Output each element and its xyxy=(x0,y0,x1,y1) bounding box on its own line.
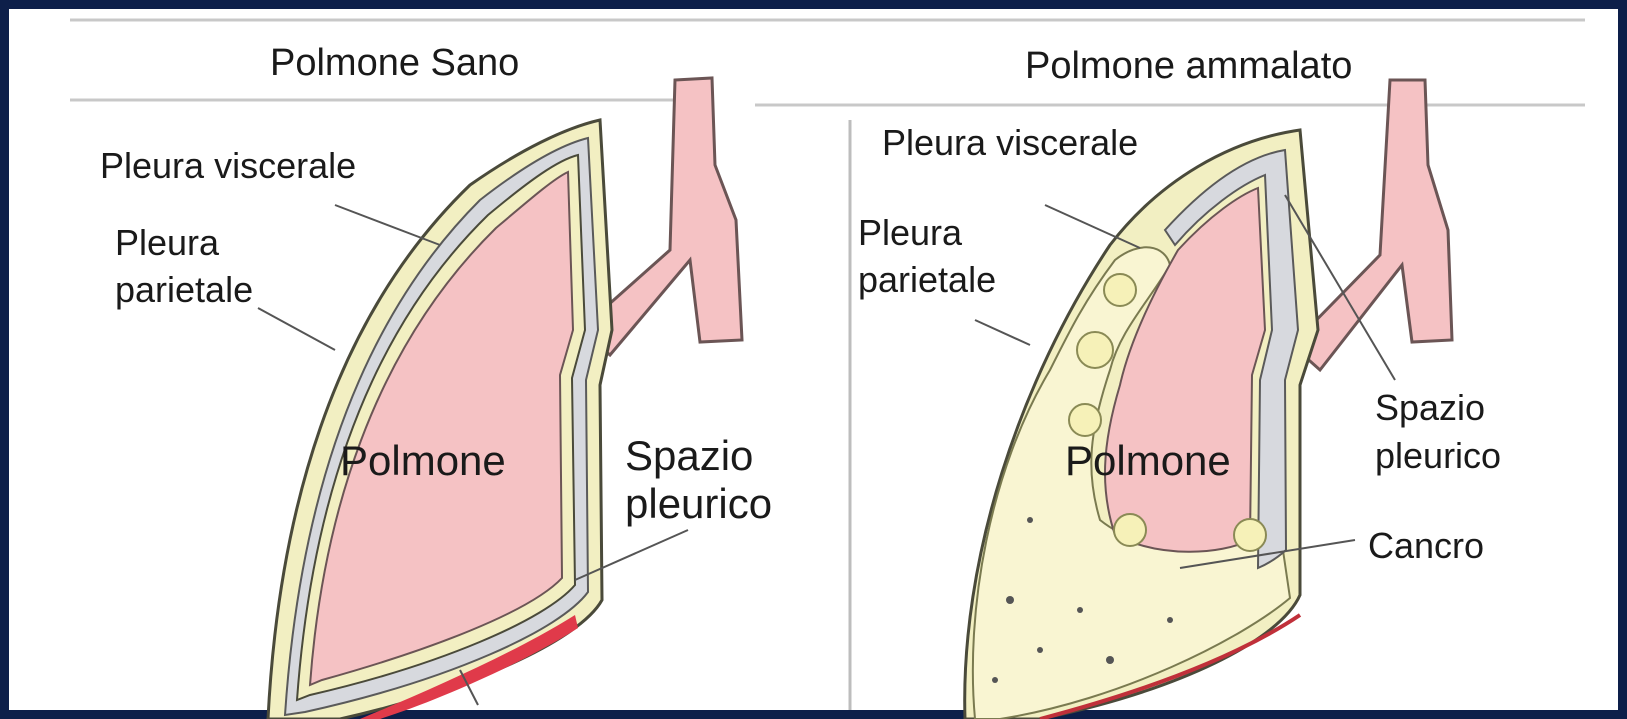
left-label-spazio-2: pleurico xyxy=(625,480,772,527)
left-label-pleura-viscerale: Pleura viscerale xyxy=(100,145,356,186)
tumor-speck xyxy=(1006,596,1014,604)
right-label-polmone: Polmone xyxy=(1065,437,1231,484)
tumor-nodule xyxy=(1234,519,1266,551)
left-label-spazio-1: Spazio xyxy=(625,432,753,479)
tumor-speck xyxy=(1037,647,1043,653)
left-panel-title: Polmone Sano xyxy=(270,42,519,84)
tumor-nodule xyxy=(1069,404,1101,436)
right-label-spazio-1: Spazio xyxy=(1375,387,1485,428)
left-label-pleura-parietale-1: Pleura xyxy=(115,222,220,263)
leader-pleura-parietale-left xyxy=(258,308,335,350)
right-label-cancro: Cancro xyxy=(1368,525,1484,566)
tumor-nodule xyxy=(1077,332,1113,368)
left-label-polmone: Polmone xyxy=(340,437,506,484)
tumor-nodule xyxy=(1114,514,1146,546)
tumor-speck xyxy=(1106,656,1114,664)
right-label-pleura-parietale-1: Pleura xyxy=(858,212,963,253)
right-label-spazio-2: pleurico xyxy=(1375,435,1501,476)
left-label-pleura-parietale-2: parietale xyxy=(115,269,253,310)
tumor-speck xyxy=(1167,617,1173,623)
leader-pleura-parietale-right xyxy=(975,320,1030,345)
tumor-speck xyxy=(1027,517,1033,523)
right-label-pleura-parietale-2: parietale xyxy=(858,259,996,300)
right-label-pleura-viscerale: Pleura viscerale xyxy=(882,122,1138,163)
right-panel-title: Polmone ammalato xyxy=(1025,45,1352,87)
tumor-speck xyxy=(1077,607,1083,613)
leader-pleura-viscerale-left xyxy=(335,205,440,245)
tumor-nodule xyxy=(1104,274,1136,306)
tumor-speck xyxy=(992,677,998,683)
